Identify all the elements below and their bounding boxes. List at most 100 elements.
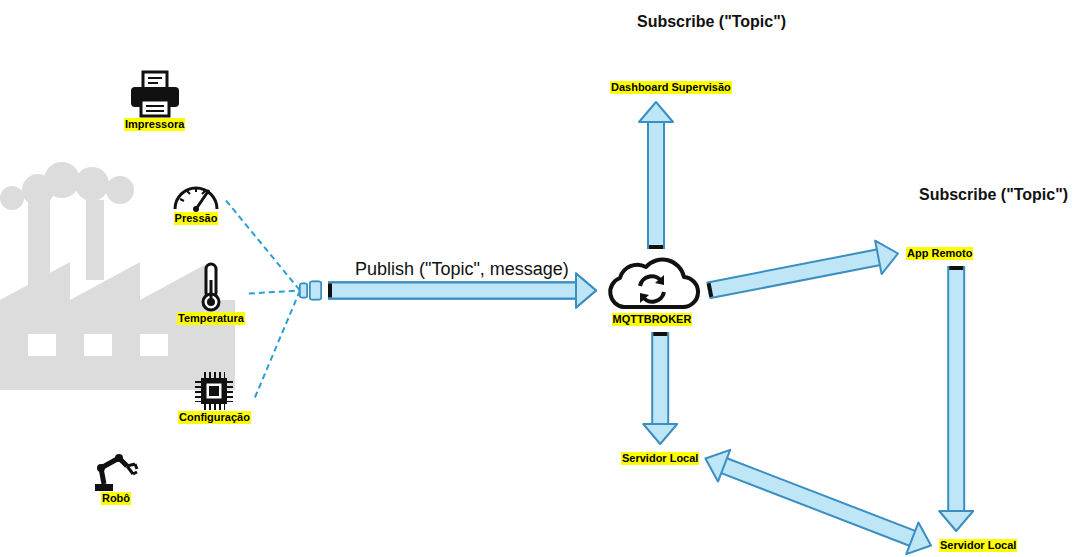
connector: [643, 332, 677, 444]
smoke-puff: [75, 167, 109, 201]
arrow-body: [708, 257, 880, 291]
hub-connector: [310, 282, 321, 300]
arrow-body-outline: [722, 465, 914, 539]
smoke-puff: [106, 176, 134, 204]
robot-icon-part: [95, 484, 113, 491]
arrow-tail-cap: [949, 266, 963, 270]
arrow-head: [939, 511, 973, 531]
robot-icon-part: [115, 454, 123, 462]
gauge-icon-part: [175, 188, 217, 209]
window: [84, 334, 112, 356]
device-node: Temperatura: [177, 262, 245, 325]
smoke-puff: [44, 162, 80, 198]
dashed-wire: [226, 201, 300, 291]
arrow-head: [705, 450, 730, 482]
device-node: Configuração: [178, 371, 251, 424]
smoke-puff: [0, 186, 24, 210]
subscribe-label: Subscribe ("Topic"): [919, 185, 1068, 205]
window: [140, 334, 168, 356]
chip-icon: [194, 371, 234, 411]
node-label: MQTTBROKER: [612, 313, 693, 326]
chip-icon-part: [206, 383, 222, 399]
gauge-icon: [170, 176, 222, 212]
printer-icon-part: [148, 78, 162, 83]
factory-silhouette: [0, 162, 235, 390]
robot-icon-part: [101, 458, 127, 484]
printer-icon-part: [143, 72, 167, 89]
connector: [226, 201, 596, 308]
device-node: Pressão: [170, 176, 222, 225]
device-node: Servidor Local: [621, 452, 699, 465]
node-label: App Remoto: [906, 247, 973, 260]
dashed-wire: [255, 291, 300, 398]
arrow-body: [328, 284, 578, 298]
arrow-head: [643, 424, 677, 444]
robot-icon-part: [97, 464, 105, 472]
connector: [708, 241, 898, 291]
device-node: Impressora: [124, 70, 185, 131]
arrow-head: [906, 522, 931, 554]
arrow-body: [328, 284, 578, 298]
thermo-icon: [199, 262, 223, 312]
chip-icon-part: [201, 378, 227, 404]
arrow-head: [875, 241, 898, 274]
arrow-tail-cap: [708, 283, 712, 298]
device-node: Robô: [93, 452, 139, 505]
cloud-icon: [602, 255, 702, 313]
arrow-body-outline: [947, 266, 965, 513]
connector: [255, 274, 596, 398]
connector: [939, 266, 973, 531]
robot-icon: [93, 452, 139, 492]
device-node: App Remoto: [906, 247, 973, 260]
hub-connector: [300, 284, 307, 298]
arrow-body-outline: [328, 282, 578, 300]
node-label: Configuração: [178, 411, 251, 424]
printer-icon-part: [146, 106, 164, 111]
cloud-icon-part: [655, 275, 664, 285]
factory-windows: [28, 334, 168, 356]
subscribe-label: Subscribe ("Topic"): [637, 12, 786, 32]
arrow-tail-cap: [328, 284, 332, 298]
window: [28, 334, 56, 356]
gauge-icon-part: [180, 188, 205, 201]
arrow-head: [576, 274, 596, 308]
printer-icon: [129, 70, 181, 118]
chimney: [86, 200, 104, 280]
factory-building: [0, 262, 235, 390]
device-node: Servidor Local: [939, 539, 1017, 552]
arrow-tail-cap: [328, 284, 332, 298]
dashed-wire: [249, 291, 300, 294]
node-label: Robô: [101, 492, 131, 505]
arrow-head: [576, 274, 596, 308]
node-label: Temperatura: [177, 312, 245, 325]
arrow-body: [649, 120, 663, 249]
chip-icon-part: [209, 386, 219, 396]
node-label: Dashboard Supervisão: [610, 81, 732, 94]
node-label: Impressora: [124, 118, 185, 131]
arrow-tail-cap: [328, 284, 332, 298]
printer-icon-part: [141, 100, 169, 116]
node-label: Servidor Local: [621, 452, 699, 465]
arrow-body-outline: [708, 257, 880, 291]
hub-connector: [300, 284, 307, 298]
connector: [705, 450, 931, 554]
arrow-body-outline: [651, 332, 669, 426]
hub-connector: [310, 282, 321, 300]
arrow-head: [639, 102, 673, 122]
broker-node: MQTTBROKER: [602, 255, 702, 326]
edge-label: Publish ("Topic", message): [353, 258, 571, 280]
arrow-body-outline: [328, 282, 578, 300]
arrow-body-outline: [647, 120, 665, 249]
arrow-tail-cap: [649, 245, 663, 249]
arrow-body: [722, 465, 914, 539]
thermo-icon-part: [209, 280, 212, 300]
arrow-body: [653, 332, 667, 426]
hub-connector: [300, 284, 307, 298]
node-label: Pressão: [174, 212, 219, 225]
cloud-icon-part: [640, 293, 649, 303]
node-label: Servidor Local: [939, 539, 1017, 552]
arrow-body-outline: [328, 282, 578, 300]
arrow-tail-cap: [653, 332, 667, 336]
arrow-body: [328, 284, 578, 298]
device-node: Dashboard Supervisão: [610, 81, 732, 94]
